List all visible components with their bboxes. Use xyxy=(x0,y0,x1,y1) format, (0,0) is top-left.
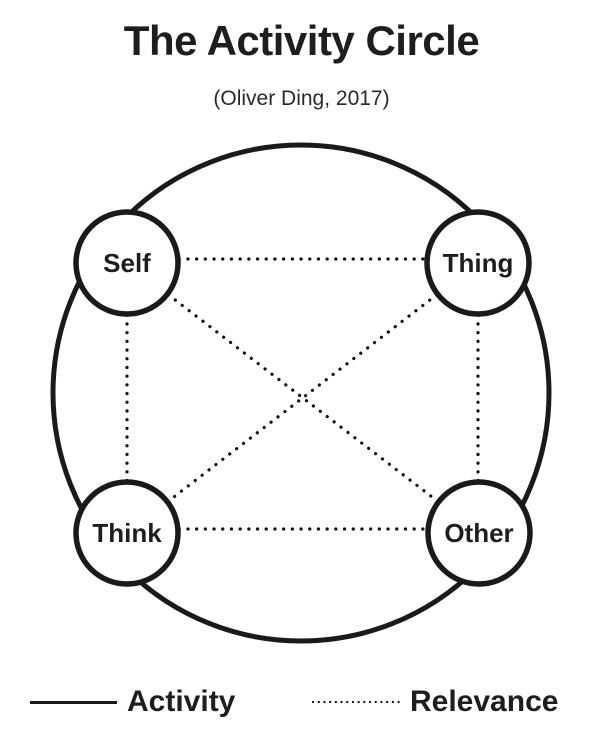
node-circle-think xyxy=(73,479,181,587)
node-label-self: Self xyxy=(103,248,151,278)
node-circle-self xyxy=(73,209,181,317)
node-label-think: Think xyxy=(92,518,162,548)
legend-dotted-line-sample xyxy=(311,700,403,704)
legend-solid-line-sample xyxy=(30,701,117,704)
legend-label-activity: Activity xyxy=(127,685,236,718)
page-title: The Activity Circle xyxy=(123,17,480,64)
node-circle-other xyxy=(425,479,533,587)
node-circle-thing xyxy=(424,209,532,317)
activity-circle-diagram: Self Thing Think Other xyxy=(50,142,552,644)
page-subtitle: (Oliver Ding, 2017) xyxy=(213,87,390,110)
outer-activity-circle xyxy=(50,142,552,644)
node-label-other: Other xyxy=(444,518,513,548)
node-label-thing: Thing xyxy=(443,248,514,278)
relevance-link-self-other xyxy=(125,261,481,535)
relevance-link-thing-think xyxy=(125,261,480,535)
legend-label-relevance: Relevance xyxy=(410,685,559,718)
